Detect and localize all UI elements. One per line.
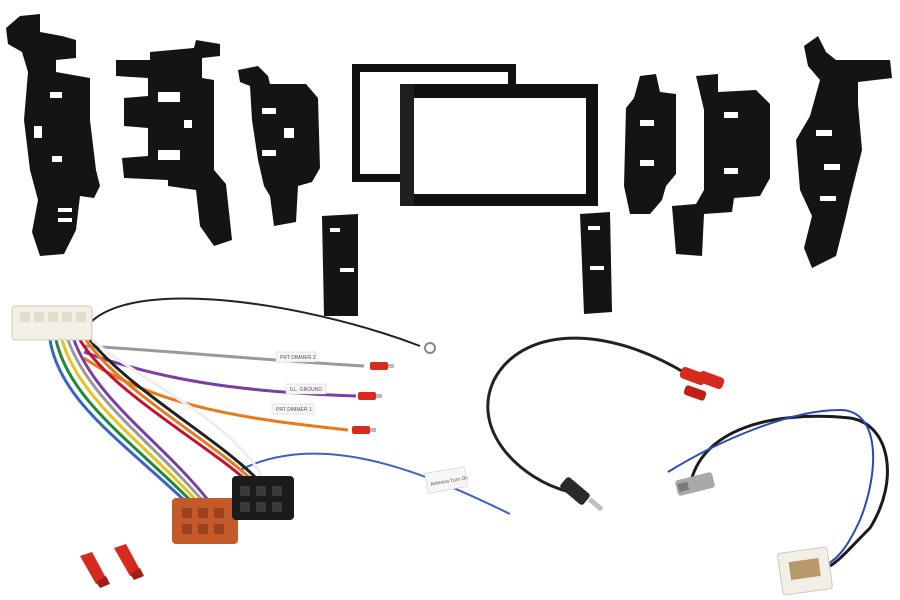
spade-terminal (358, 392, 382, 400)
loose-spade-connector (80, 552, 110, 588)
wire-tag-label: PRT DIMMER 2 (280, 355, 316, 361)
harness-wire-orange-white (83, 356, 349, 432)
harness-wire-bundle (48, 338, 264, 502)
mounting-bracket-right-outer (796, 36, 892, 268)
spade-terminal-pair (679, 367, 725, 401)
dash-trim-frame-front (400, 84, 598, 206)
antenna-vehicle-connector (777, 546, 833, 596)
spade-terminal (370, 362, 394, 370)
iso-speaker-connector (232, 476, 294, 520)
steering-wheel-cable (486, 336, 691, 494)
mounting-bracket-right-inner (672, 74, 770, 256)
wire-tag: PRT DIMMER 1 (271, 403, 315, 415)
antenna-adapter-cable (688, 414, 889, 568)
loose-spade-connector (114, 544, 144, 580)
wire-tag: PRT DIMMER 2 (275, 351, 317, 363)
wire-tag: ILL. GROUND (285, 383, 327, 395)
iso-power-connector (172, 498, 238, 544)
antenna-blue-wire (667, 408, 875, 565)
harness-wire-blue (239, 452, 511, 515)
jack-plug-3-5mm (560, 477, 604, 512)
mounting-bracket-center-right (624, 74, 676, 214)
mounting-bracket-left-outer (6, 14, 100, 256)
wire-tag: Antenna Turn On (424, 466, 469, 494)
antenna-plug-connector (675, 472, 715, 496)
vehicle-harness-connector (11, 305, 93, 341)
mounting-bracket-center-left (238, 66, 320, 226)
wire-tag-label: PRT DIMMER 1 (276, 407, 312, 413)
mounting-bracket-left-inner (116, 40, 232, 246)
mounting-plate-small-left (322, 214, 358, 316)
harness-wire-gray (83, 344, 365, 368)
mounting-plate-small-right (580, 212, 612, 314)
ring-terminal (424, 342, 436, 354)
spade-terminal (352, 426, 376, 434)
harness-ground-wire (79, 297, 421, 347)
wire-tag-label: ILL. GROUND (290, 387, 322, 393)
